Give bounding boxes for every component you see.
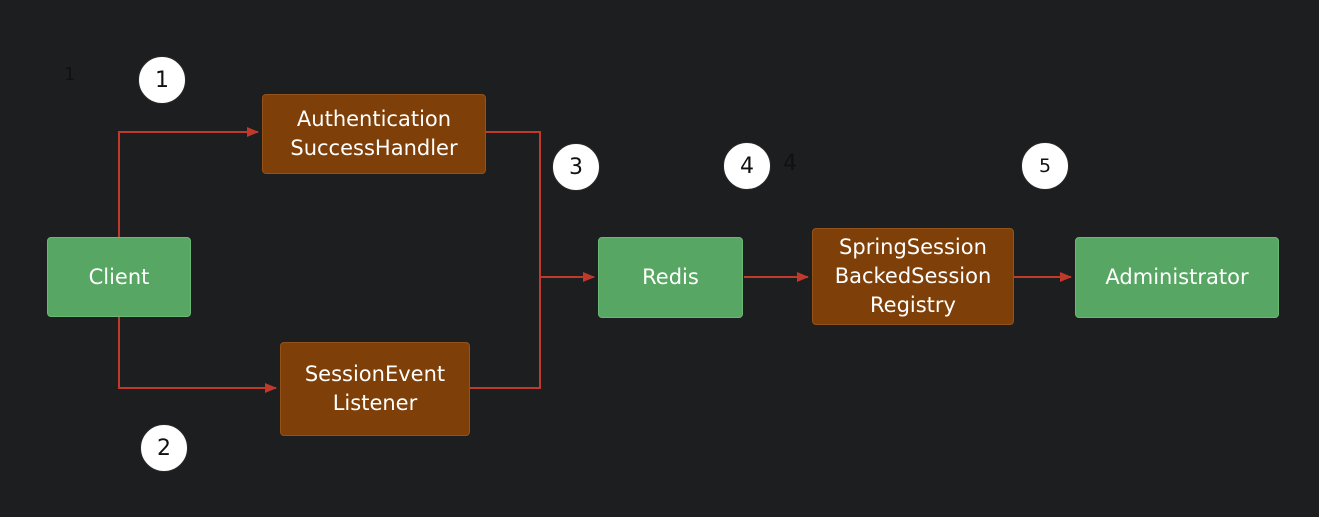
line-session-listener-to-junction bbox=[470, 277, 541, 389]
redis-node[interactable]: Redis bbox=[598, 237, 743, 318]
arrow-client-to-auth-handler bbox=[118, 127, 259, 238]
client-label: Client bbox=[88, 264, 150, 289]
arrow-client-to-session-listener bbox=[118, 312, 277, 393]
plain-label-4: 4 bbox=[783, 151, 797, 176]
administrator-label: Administrator bbox=[1105, 265, 1249, 289]
step-badge-4: 4 bbox=[723, 142, 771, 190]
authentication-success-handler-node[interactable]: Authentication SuccessHandler bbox=[262, 94, 486, 174]
line-auth-handler-to-junction bbox=[486, 131, 541, 277]
administrator-node[interactable]: Administrator bbox=[1075, 237, 1279, 318]
step-badge-5-text: 5 bbox=[1038, 155, 1052, 177]
client-node[interactable]: Client bbox=[47, 237, 191, 317]
step-badge-2-text: 2 bbox=[157, 435, 171, 461]
authentication-success-handler-label: Authentication SuccessHandler bbox=[290, 107, 458, 160]
step-badge-2: 2 bbox=[140, 424, 188, 472]
step-badge-3: 3 bbox=[552, 143, 600, 191]
session-event-listener-label: SessionEvent Listener bbox=[304, 362, 446, 415]
spring-session-registry-node[interactable]: SpringSession BackedSession Registry bbox=[812, 228, 1014, 325]
spring-session-registry-label: SpringSession BackedSession Registry bbox=[834, 235, 992, 317]
step-badge-5: 5 bbox=[1021, 142, 1069, 190]
step-badge-3-text: 3 bbox=[569, 154, 583, 180]
step-badge-1-text: 1 bbox=[155, 67, 169, 93]
redis-label: Redis bbox=[642, 265, 699, 289]
session-event-listener-node[interactable]: SessionEvent Listener bbox=[280, 342, 470, 436]
step-badge-1: 1 bbox=[138, 56, 186, 104]
plain-label-1: 1 bbox=[64, 64, 76, 85]
step-badge-4-text: 4 bbox=[740, 153, 754, 179]
